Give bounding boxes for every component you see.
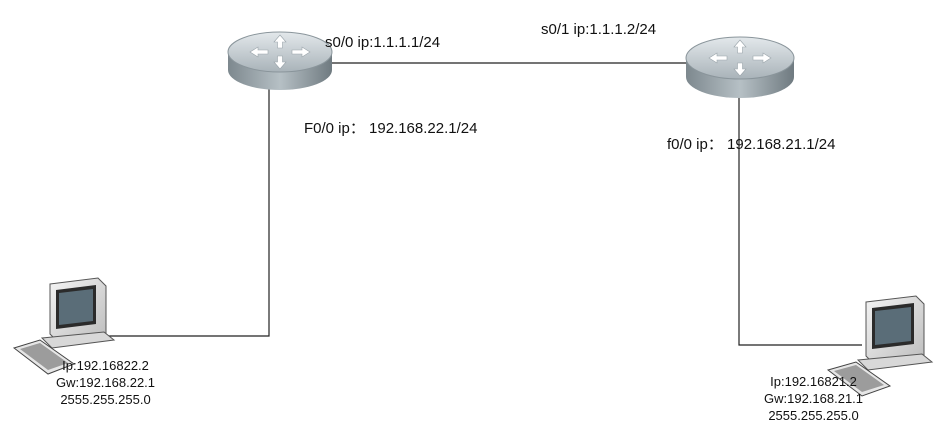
ethernet-link-router1-pc1: [108, 88, 270, 337]
router2-s0-1-label: s0/1 ip:1.1.1.2/24: [541, 21, 657, 38]
pc2-config: Ip:192.16821.2 Gw:192.168.21.1 2555.255.…: [764, 373, 863, 424]
pc2-ip: Ip:192.16821.2: [770, 374, 857, 389]
router2-f0-0-label: f0/0 ip： 192.168.21.1/24: [667, 136, 836, 153]
ethernet-link-router2-pc2: [738, 94, 862, 346]
router1-f0-0-label: F0/0 ip： 192.168.22.1/24: [304, 120, 478, 137]
router-icon[interactable]: [227, 31, 333, 90]
pc1-mask: 2555.255.255.0: [60, 392, 151, 407]
pc1-ip: Ip:192.16822.2: [62, 358, 149, 373]
computer-icon[interactable]: [12, 277, 116, 375]
router-icon[interactable]: [685, 36, 795, 98]
router1-s0-0-label: s0/0 ip:1.1.1.1/24: [325, 34, 441, 51]
pc1-gateway: Gw:192.168.22.1: [56, 375, 156, 390]
computer-icon[interactable]: [826, 295, 934, 397]
pc2-mask: 2555.255.255.0: [768, 408, 859, 423]
pc2-gateway: Gw:192.168.21.1: [764, 391, 864, 406]
pc1-config: Ip:192.16822.2 Gw:192.168.22.1 2555.255.…: [56, 357, 155, 408]
